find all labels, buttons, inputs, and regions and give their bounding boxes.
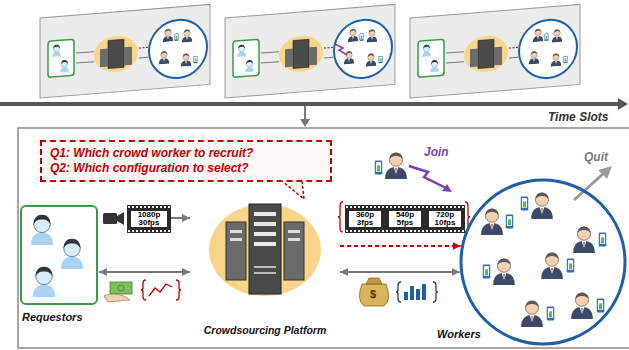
payment-icon bbox=[104, 282, 132, 302]
zoom-arrow-head bbox=[300, 119, 310, 127]
currency-symbol: $ bbox=[370, 288, 376, 300]
slot-panel bbox=[225, 4, 395, 98]
axis-label: Time Slots bbox=[548, 110, 608, 124]
mini-join-arrow bbox=[335, 44, 347, 55]
flow-connector bbox=[99, 271, 190, 273]
node-label: Workers bbox=[437, 328, 481, 340]
camera-icon bbox=[103, 212, 124, 225]
config-braces bbox=[338, 202, 470, 232]
timeline-bar bbox=[0, 102, 618, 106]
server-icon bbox=[209, 204, 321, 296]
question-text: Q1: Which crowd worker to recruit? bbox=[50, 146, 322, 161]
accuracy-chart bbox=[141, 280, 181, 300]
worker-circle-outline bbox=[461, 180, 625, 344]
event-label: Join bbox=[424, 145, 449, 159]
requestor-faces bbox=[31, 215, 83, 297]
node-label: Requestors bbox=[22, 311, 83, 323]
worker-circle bbox=[459, 178, 627, 346]
question-callout: Q1: Which crowd worker to recruit?Q2: Wh… bbox=[40, 140, 332, 182]
slot-panel bbox=[410, 4, 580, 98]
money-bag bbox=[359, 278, 388, 306]
flow-connector bbox=[171, 217, 190, 219]
quality-chart bbox=[396, 282, 438, 302]
detail-frame bbox=[18, 128, 629, 348]
config-label: 720p 10fps bbox=[429, 211, 461, 227]
node-label: Crowdsourcing Platform bbox=[191, 324, 339, 336]
callout-tail bbox=[282, 181, 304, 199]
video-film: 540p 5fps bbox=[386, 206, 424, 232]
video-film: 360p 3fps bbox=[346, 206, 384, 232]
timeline-head bbox=[618, 98, 628, 110]
event-label: Quit bbox=[584, 150, 608, 164]
video-film: 720p 10fps bbox=[426, 206, 464, 232]
platform-server: Crowdsourcing Platform bbox=[191, 188, 339, 336]
config-label: 1080p 30fps bbox=[131, 211, 167, 227]
config-label: 360p 3fps bbox=[349, 211, 381, 227]
flow-connector bbox=[340, 245, 461, 247]
zoom-arrow bbox=[304, 106, 306, 121]
flow-connector bbox=[340, 271, 460, 273]
slot-panel bbox=[40, 4, 210, 98]
worker-people bbox=[481, 193, 606, 327]
requestor-group: Requestors bbox=[20, 205, 98, 330]
question-text: Q2: Which configuration to select? bbox=[50, 161, 322, 176]
requestor-box-border bbox=[20, 205, 98, 305]
video-film: 1080p 30fps bbox=[128, 206, 170, 232]
quit-arrow bbox=[574, 166, 612, 200]
worker-pool: Workers bbox=[459, 178, 627, 346]
time-slot-panels bbox=[40, 4, 580, 98]
config-label: 540p 5fps bbox=[389, 211, 421, 227]
